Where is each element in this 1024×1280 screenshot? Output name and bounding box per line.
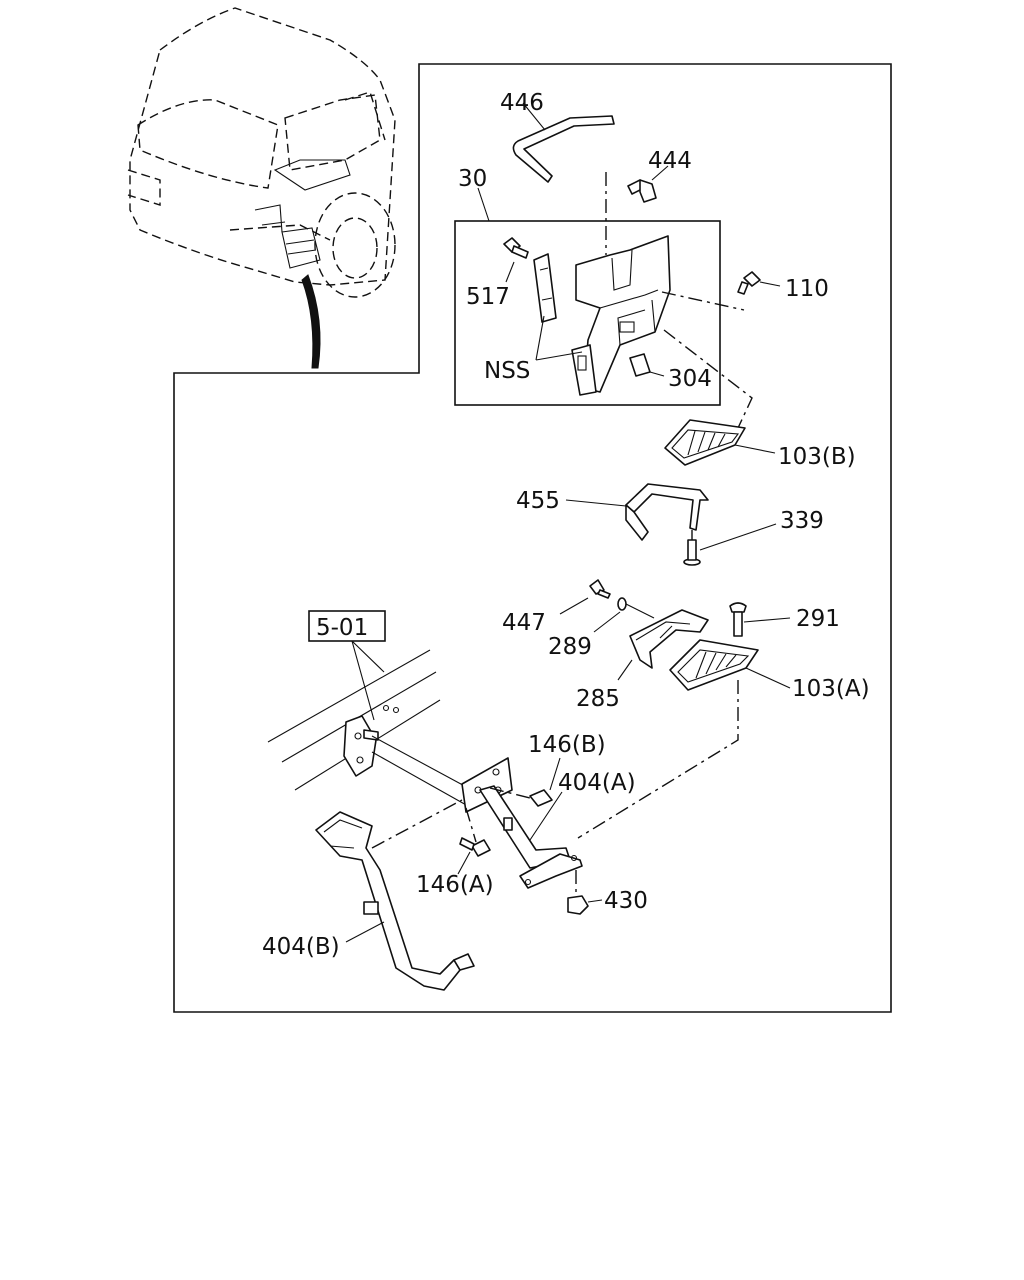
part-30-bracket xyxy=(533,235,671,396)
callout-430: 430 xyxy=(604,888,648,914)
part-103a-step xyxy=(669,639,759,691)
part-430-nut xyxy=(567,895,589,915)
group-box-30 xyxy=(454,220,721,406)
callout-146b: 146(B) xyxy=(528,732,606,758)
truck-cab-illustration xyxy=(127,7,396,369)
callout-517: 517 xyxy=(466,284,510,310)
callout-455: 455 xyxy=(516,488,560,514)
part-285-bracket xyxy=(629,609,709,669)
callout-404b: 404(B) xyxy=(262,934,340,960)
callout-446: 446 xyxy=(500,90,544,116)
callout-291: 291 xyxy=(796,606,840,632)
part-404a-step-bracket xyxy=(461,757,583,889)
callout-sweep-arrow xyxy=(301,274,321,369)
callout-304: 304 xyxy=(668,366,712,392)
callout-404a: 404(A) xyxy=(558,770,636,796)
diagram-frame xyxy=(173,63,892,1013)
callout-103a: 103(A) xyxy=(792,676,870,702)
callout-447: 447 xyxy=(502,610,546,636)
part-339-pin xyxy=(683,539,701,566)
callout-444: 444 xyxy=(648,148,692,174)
callout-289: 289 xyxy=(548,634,592,660)
callout-103b: 103(B) xyxy=(778,444,856,470)
part-404b-step-bracket xyxy=(315,811,475,991)
part-444-bolt xyxy=(627,179,657,203)
part-110-bolt xyxy=(737,271,761,295)
part-304-clip xyxy=(629,353,651,377)
part-455-bracket xyxy=(625,483,709,541)
callout-nss: NSS xyxy=(484,358,530,384)
callout-339: 339 xyxy=(780,508,824,534)
part-447-bolt xyxy=(589,579,611,599)
part-517-bolt xyxy=(503,237,529,259)
callout-30: 30 xyxy=(458,166,487,192)
part-103b-step xyxy=(664,419,746,466)
callout-285: 285 xyxy=(576,686,620,712)
part-289-washer xyxy=(617,597,627,611)
part-146b-bolt xyxy=(529,789,553,807)
callout-501: 5-01 xyxy=(316,615,368,641)
ref-box-501 xyxy=(308,610,386,642)
part-hanger-plate xyxy=(343,715,377,777)
part-146a-bolt xyxy=(459,837,491,857)
callout-146a: 146(A) xyxy=(416,872,494,898)
part-446-rod xyxy=(512,115,615,183)
part-291-bolt xyxy=(729,602,747,637)
callout-110: 110 xyxy=(785,276,829,302)
